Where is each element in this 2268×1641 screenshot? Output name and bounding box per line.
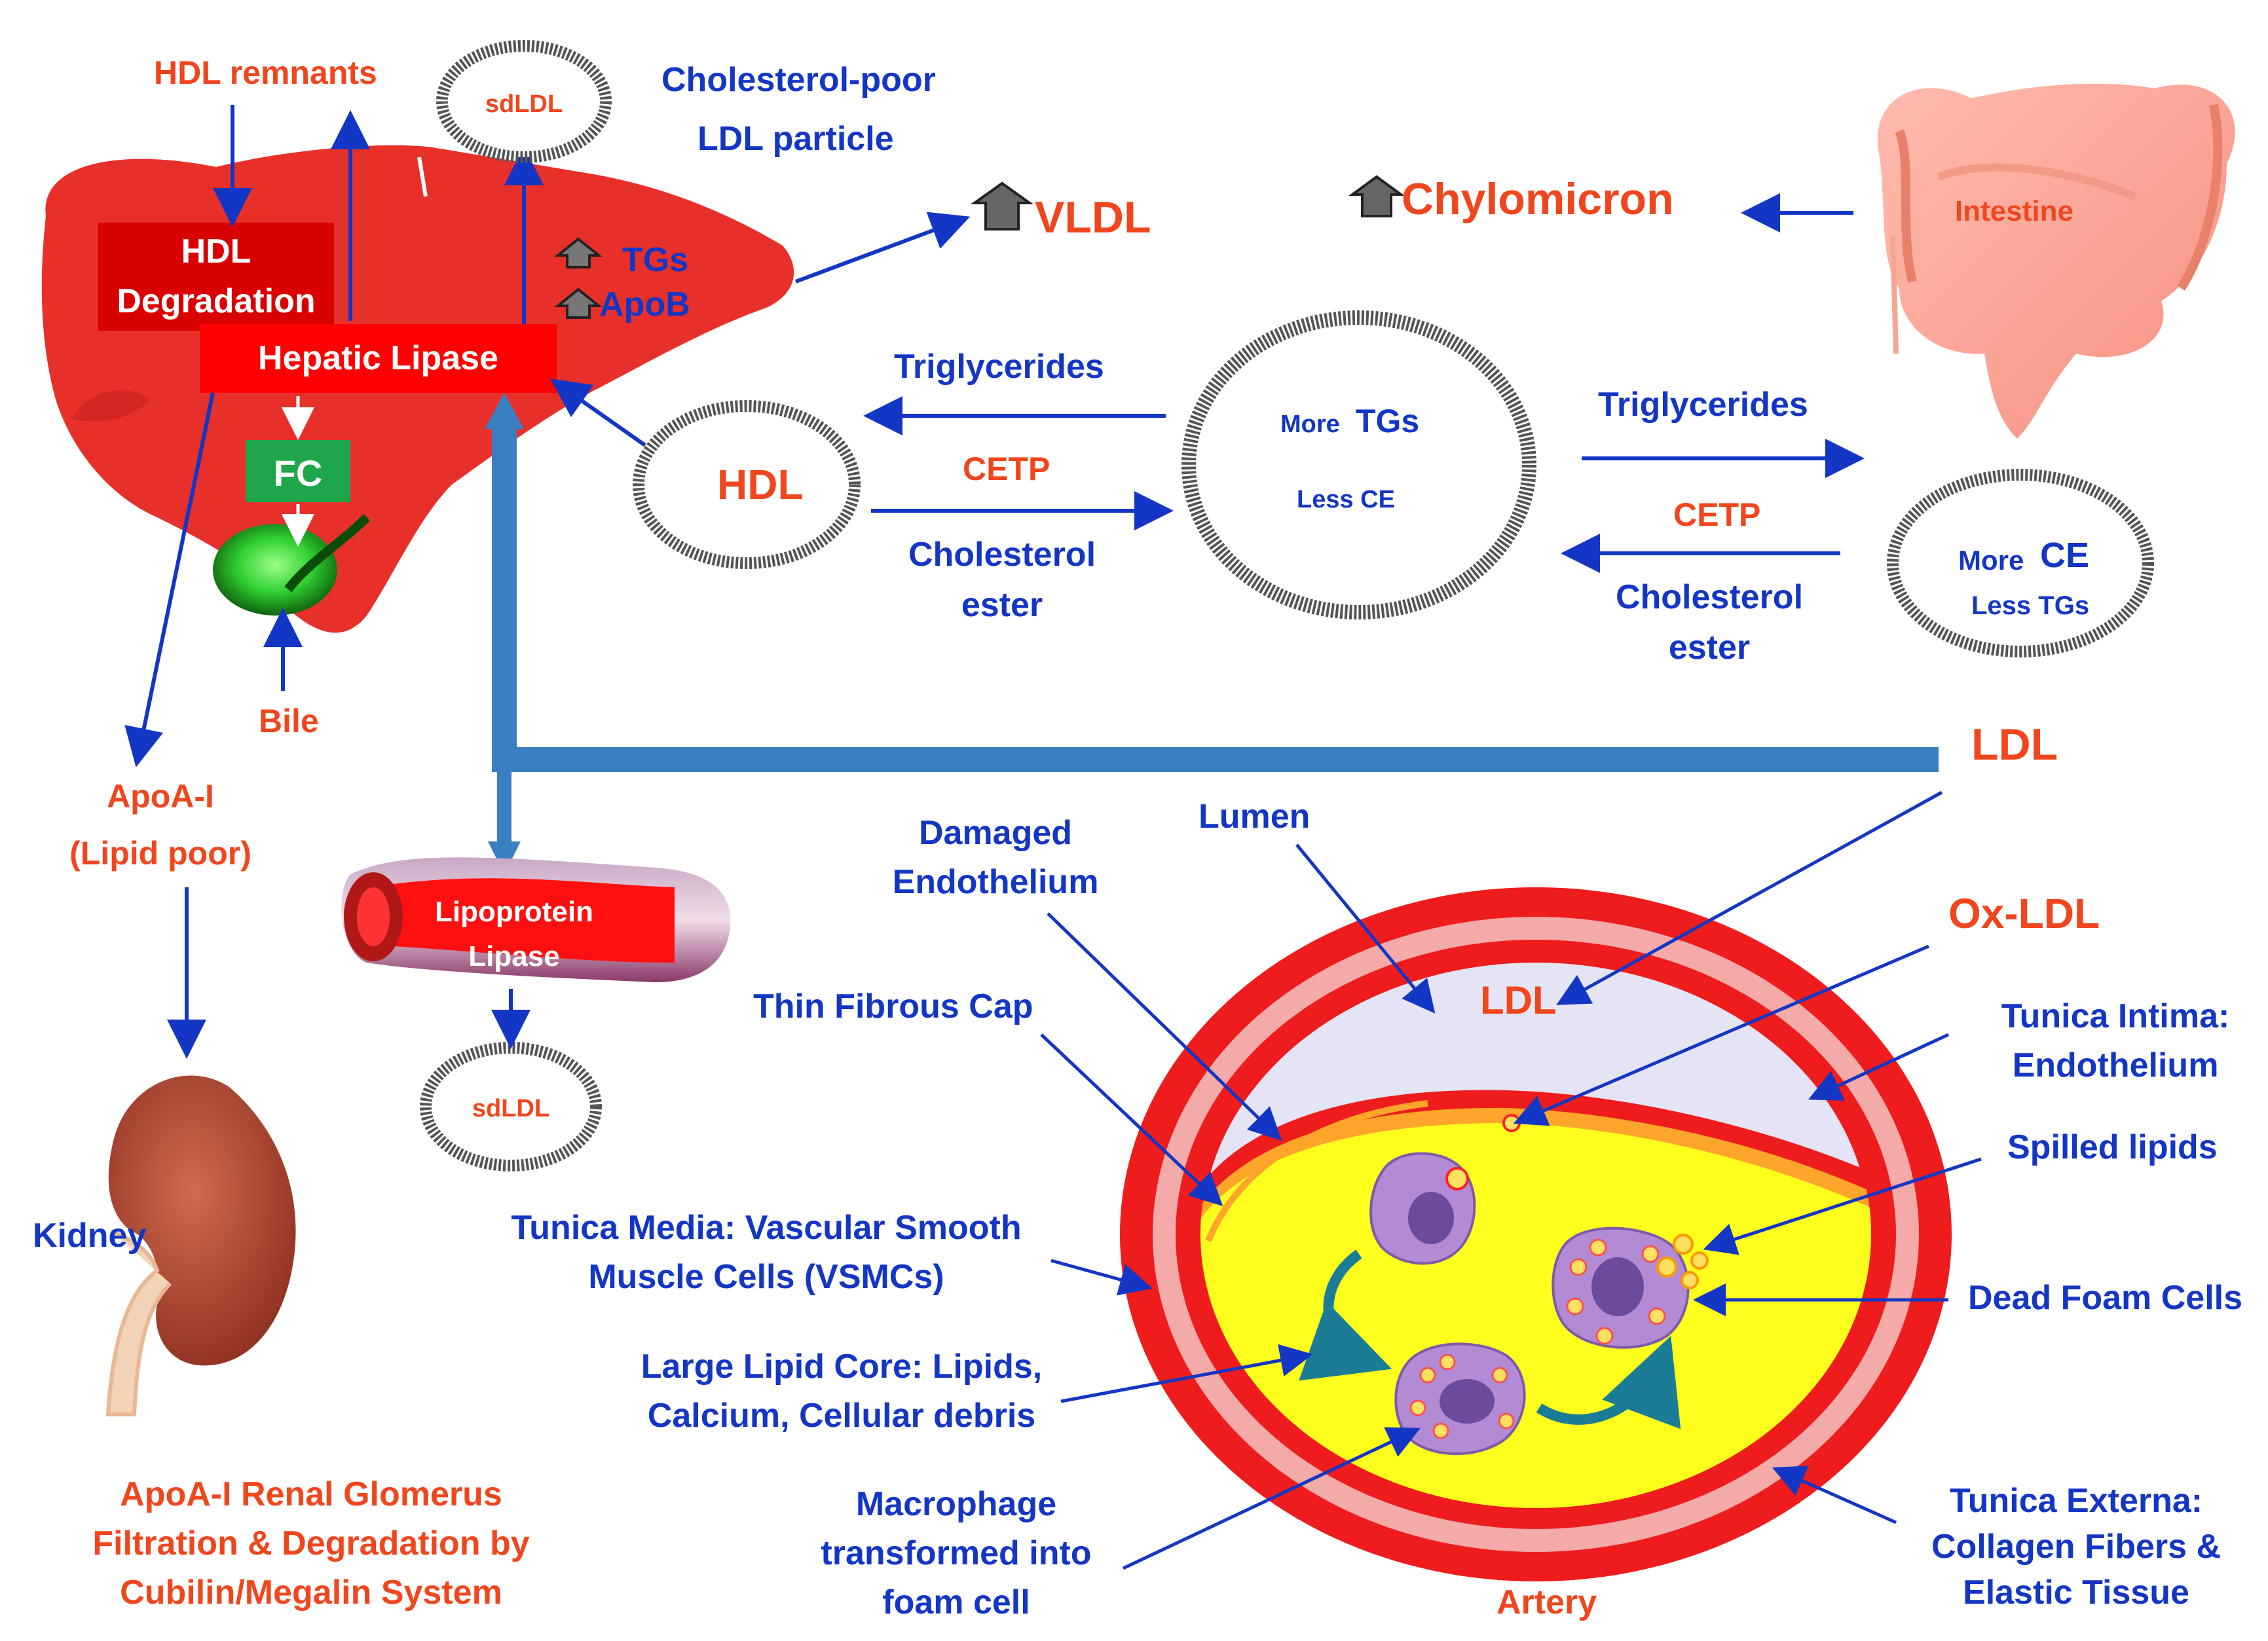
ldl-particle-ce: CE — [2040, 536, 2090, 575]
tunica-externa-line1: Tunica Externa: — [1949, 1482, 2203, 1520]
ldl-particle-more: More — [1958, 545, 2024, 576]
sdldl-top-label: sdLDL — [485, 90, 563, 118]
hdl-degradation-label-line2: Degradation — [117, 282, 316, 320]
intestine-shape — [1877, 83, 2235, 439]
cholesterol-ester-right-line2: ester — [1668, 629, 1751, 667]
hdl-particle — [633, 400, 861, 569]
foam-cell — [1394, 1342, 1526, 1456]
sdldl-bottom-label: sdLDL — [472, 1095, 550, 1122]
tgs-label: TGs — [622, 241, 689, 279]
tunica-externa-line2: Collagen Fibers & — [1931, 1528, 2222, 1566]
hdl-remnants-label: HDL remnants — [154, 54, 377, 91]
apoa1-label-line1: ApoA-I — [107, 778, 214, 815]
arrow-ox-ldl — [1513, 944, 1929, 1126]
arrow-lipid-core — [1060, 1344, 1313, 1403]
foam-cell — [1369, 1152, 1476, 1265]
vldl-tg-particle — [1181, 310, 1536, 619]
up-arrow-icon — [970, 181, 1034, 230]
renal-caption-line2: Filtration & Degradation by — [92, 1524, 530, 1562]
intestine-label: Intestine — [1955, 195, 2073, 227]
arrow-hdl-to-hepatic — [550, 378, 646, 447]
arrow-to-apoa1 — [124, 392, 215, 767]
vldl-particle-tgs: TGs — [1356, 403, 1420, 439]
ldl-particle-less-tgs: Less TGs — [1971, 591, 2090, 620]
vldl-particle-less-ce: Less CE — [1297, 486, 1395, 513]
hdl-degradation-box — [98, 223, 334, 331]
dead-foam-cells-label: Dead Foam Cells — [1968, 1279, 2243, 1317]
apoa1-label-line2: (Lipid poor) — [69, 835, 251, 872]
renal-caption-line1: ApoA-I Renal Glomerus — [120, 1475, 502, 1513]
arrow-thin-fibrous-cap — [1040, 1033, 1223, 1206]
ldl-lumen-label: LDL — [1480, 978, 1557, 1022]
lipoprotein-lipase-line1: Lipoprotein — [435, 896, 593, 928]
arrow-tunica-media — [1050, 1259, 1153, 1296]
arrow-tunica-externa — [1772, 1466, 1897, 1524]
ox-ldl-dot — [1502, 1114, 1521, 1132]
sdldl-bottom-particle — [420, 1042, 602, 1171]
cholesterol-ester-left-line1: Cholesterol — [908, 536, 1096, 574]
arrow-lumen — [1295, 843, 1436, 1014]
dead-foam-cell — [1552, 1226, 1690, 1349]
lipid-core-line2: Calcium, Cellular debris — [647, 1397, 1036, 1435]
renal-caption-line3: Cubilin/Megalin System — [120, 1574, 502, 1612]
lumen-label: Lumen — [1199, 798, 1311, 836]
tunica-media-line1: Tunica Media: Vascular Smooth — [511, 1209, 1022, 1247]
transformation-arrow — [1536, 1336, 1681, 1429]
tunica-intima-line1: Tunica Intima: — [2001, 997, 2230, 1035]
ox-ldl-label: Ox-LDL — [1948, 890, 2100, 937]
kidney-shape — [105, 1075, 296, 1416]
arrow-to-vldl — [794, 212, 971, 284]
cholesterol-ester-right-line1: Cholesterol — [1615, 578, 1804, 616]
vldl-particle-more: More — [1280, 411, 1340, 438]
cetp-left-label: CETP — [963, 451, 1050, 487]
ldl-connector-bar — [485, 393, 1939, 874]
ldl-right-label: LDL — [1971, 720, 2058, 769]
tunica-externa-line3: Elastic Tissue — [1963, 1574, 2189, 1612]
fc-box — [246, 440, 350, 502]
up-arrow-icon — [1348, 175, 1405, 217]
artery-label: Artery — [1497, 1583, 1597, 1621]
thin-fibrous-cap-label: Thin Fibrous Cap — [753, 987, 1033, 1025]
damaged-endothelium-line1: Damaged — [918, 814, 1073, 852]
blood-vessel-shape — [341, 857, 731, 982]
arrow-damaged-endothelium — [1047, 912, 1282, 1141]
cholesterol-poor-label: Cholesterol-poor — [661, 61, 936, 99]
up-arrow-icon — [554, 237, 603, 268]
lipoprotein-lipase-line2: Lipase — [468, 940, 560, 972]
lipid-core-line1: Large Lipid Core: Lipids, — [641, 1348, 1043, 1386]
kidney-label: Kidney — [33, 1217, 147, 1255]
ldl-particle-label: LDL particle — [697, 120, 894, 158]
sdldl-top-particle — [436, 40, 612, 163]
bile-label: Bile — [259, 703, 319, 739]
tunica-media-line2: Muscle Cells (VSMCs) — [588, 1258, 944, 1296]
arrow-ldl-into-lumen — [1556, 790, 1943, 1005]
chylomicron-label: Chylomicron — [1402, 174, 1674, 224]
tunica-intima-line2: Endothelium — [2012, 1046, 2219, 1084]
arrow-spilled-lipids — [1703, 1157, 1982, 1255]
macrophage-line3: foam cell — [882, 1583, 1030, 1621]
macrophage-line1: Macrophage — [855, 1485, 1057, 1523]
hdl-degradation-label-line1: HDL — [181, 232, 251, 270]
macrophage-line2: transformed into — [821, 1534, 1092, 1572]
cetp-right-label: CETP — [1673, 496, 1761, 533]
vldl-label: VLDL — [1035, 193, 1151, 242]
spilled-lipids-label: Spilled lipids — [2007, 1128, 2218, 1166]
arrow-macrophage — [1122, 1427, 1421, 1570]
transformation-arrow — [1299, 1249, 1392, 1381]
triglycerides-right-label: Triglycerides — [1598, 386, 1808, 424]
up-arrow-icon — [554, 287, 603, 319]
gallbladder-shape — [213, 524, 337, 616]
hdl-label: HDL — [717, 461, 804, 508]
hepatic-lipase-label: Hepatic Lipase — [257, 339, 499, 377]
apob-label: ApoB — [599, 286, 690, 323]
ldl-ce-particle — [1887, 469, 2154, 657]
cholesterol-ester-left-line2: ester — [961, 586, 1043, 624]
arrow-tunica-intima — [1808, 1033, 1950, 1101]
hepatic-lipase-box — [200, 324, 557, 393]
damaged-endothelium-line2: Endothelium — [892, 863, 1099, 901]
fc-label: FC — [273, 452, 323, 494]
triglycerides-left-label: Triglycerides — [894, 348, 1104, 386]
